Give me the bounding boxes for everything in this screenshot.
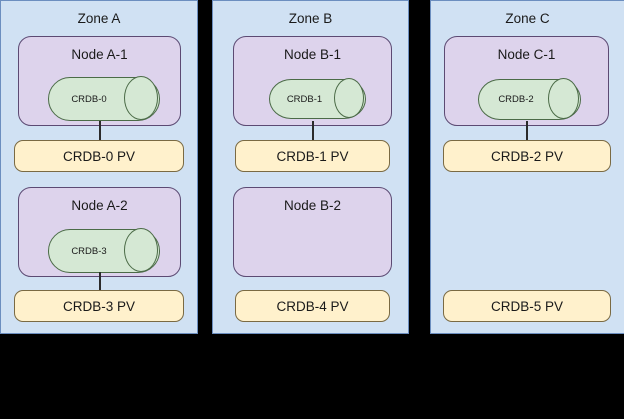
database-label-crdb-2: CRDB-2	[498, 94, 534, 105]
connector-node-a-1-to-crdb-0-pv	[99, 121, 101, 142]
database-cylinder-crdb-2[interactable]: CRDB-2	[478, 78, 581, 120]
database-cylinder-crdb-0[interactable]: CRDB-0	[48, 76, 160, 121]
zone-title-c: Zone C	[505, 11, 550, 26]
node-label-b-2: Node B-2	[283, 198, 342, 213]
pv-label-crdb-4: CRDB-4 PV	[276, 298, 349, 314]
database-label-crdb-0: CRDB-0	[71, 93, 107, 105]
zone-panel-a[interactable]: Zone A Node A-1 CRDB-0 CRDB-0 PV Node A-…	[0, 0, 198, 334]
zone-title-b: Zone B	[288, 11, 333, 26]
node-box-c-1[interactable]: Node C-1 CRDB-2	[444, 36, 609, 126]
node-label-a-2: Node A-2	[71, 198, 128, 213]
zone-panel-c[interactable]: Zone C Node C-1 CRDB-2 CRDB-2 PV CRDB-5 …	[430, 0, 624, 334]
node-box-a-1[interactable]: Node A-1 CRDB-0	[18, 36, 181, 126]
pv-label-crdb-2: CRDB-2 PV	[490, 148, 563, 164]
cylinder-cap	[124, 228, 158, 272]
connector-node-c-1-to-crdb-2-pv	[526, 121, 528, 142]
pv-label-crdb-3: CRDB-3 PV	[62, 298, 135, 314]
cylinder-cap	[124, 76, 158, 120]
pv-box-crdb-3[interactable]: CRDB-3 PV	[14, 290, 184, 322]
pv-box-crdb-2[interactable]: CRDB-2 PV	[443, 140, 611, 172]
pv-box-crdb-5[interactable]: CRDB-5 PV	[443, 290, 611, 322]
cylinder-cap	[334, 78, 364, 118]
database-cylinder-crdb-3[interactable]: CRDB-3	[48, 228, 160, 273]
pv-label-crdb-5: CRDB-5 PV	[490, 298, 563, 314]
node-label-a-1: Node A-1	[71, 47, 128, 62]
connector-node-a-2-to-crdb-3-pv	[99, 272, 101, 292]
database-cylinder-crdb-1[interactable]: CRDB-1	[269, 78, 366, 119]
node-label-b-1: Node B-1	[283, 47, 342, 62]
node-box-b-2[interactable]: Node B-2	[233, 187, 392, 277]
database-label-crdb-1: CRDB-1	[286, 93, 323, 105]
node-box-b-1[interactable]: Node B-1 CRDB-1	[233, 36, 392, 126]
pv-box-crdb-0[interactable]: CRDB-0 PV	[14, 140, 184, 172]
node-label-c-1: Node C-1	[497, 47, 556, 62]
pv-label-crdb-0: CRDB-0 PV	[62, 148, 135, 164]
pv-label-crdb-1: CRDB-1 PV	[276, 148, 349, 164]
connector-node-b-1-to-crdb-1-pv	[312, 121, 314, 142]
database-label-crdb-3: CRDB-3	[71, 245, 107, 257]
pv-box-crdb-4[interactable]: CRDB-4 PV	[235, 290, 390, 322]
node-box-a-2[interactable]: Node A-2 CRDB-3	[18, 187, 181, 277]
zone-title-a: Zone A	[77, 11, 121, 26]
cylinder-cap	[548, 78, 579, 119]
zone-panel-b[interactable]: Zone B Node B-1 CRDB-1 CRDB-1 PV Node B-…	[212, 0, 409, 334]
pv-box-crdb-1[interactable]: CRDB-1 PV	[235, 140, 390, 172]
